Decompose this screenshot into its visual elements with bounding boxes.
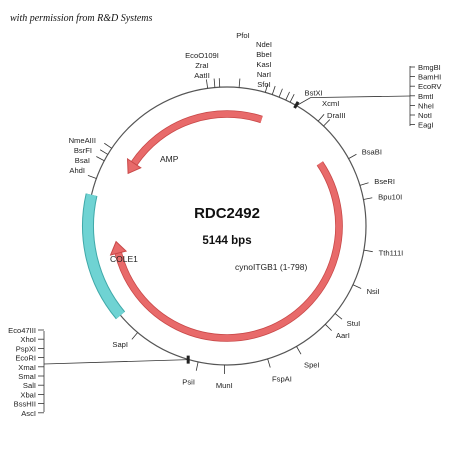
site-label-psii: PsiI (182, 378, 195, 387)
features-layer: cynoITGB1 (1-798) AMP COLE1 (82, 110, 343, 342)
site-label-asci: AscI (21, 409, 36, 418)
site-tick-spei (296, 346, 302, 355)
site-tick-bsrfi (99, 149, 109, 155)
site-tick-draiii (323, 119, 331, 127)
cynoitgb1-1-798-feature (115, 161, 342, 341)
cole1-feature-label: COLE1 (110, 254, 138, 264)
site-label-ndei: NdeI (256, 40, 272, 49)
site-label-pfoi: PfoI (236, 31, 250, 40)
site-label-noti: NotI (418, 111, 432, 120)
cluster-right-leader (296, 95, 411, 106)
site-label-pspxi: PspXI (16, 344, 36, 353)
site-label-aari: AarI (336, 331, 350, 340)
amp-feature-label: AMP (160, 154, 179, 164)
site-tick-psii (195, 361, 199, 371)
site-tick-zrai (213, 78, 216, 88)
site-label-draiii: DraIII (327, 111, 346, 120)
site-tick-pfoi (238, 78, 241, 88)
site-label-eco47iii: Eco47III (8, 326, 36, 335)
site-label-sfoi: SfoI (257, 80, 271, 89)
site-tick-ecoo109i (206, 79, 209, 89)
site-tick-bseri (359, 182, 369, 186)
site-tick-nmeaiii (104, 142, 112, 149)
site-tick-nsii (352, 284, 362, 289)
site-label-bamhi: BamHI (418, 73, 441, 82)
site-label-bseri: BseRI (374, 177, 395, 186)
site-label-xbai: XbaI (20, 390, 36, 399)
site-label-bpu10i: Bpu10I (378, 193, 402, 202)
site-tick-nari (285, 91, 290, 101)
site-label-nhei: NheI (418, 101, 434, 110)
site-tick-sapi (131, 332, 138, 340)
site-label-bsai: BsaI (75, 156, 90, 165)
site-label-sapi: SapI (112, 340, 128, 349)
site-tick-sfoi (289, 93, 295, 103)
site-label-bbei: BbeI (256, 50, 272, 59)
cluster-left-leader (43, 359, 189, 365)
cynoitgb1-1-798-feature-label: cynoITGB1 (1-798) (235, 262, 307, 272)
site-label-bmgbi: BmgBI (418, 63, 441, 72)
site-tick-bsabi (348, 153, 357, 159)
site-label-eagi: EagI (418, 121, 434, 130)
site-label-ahdi: AhdI (69, 166, 85, 175)
site-tick-bsai (96, 156, 105, 162)
amp-arrowhead (126, 157, 142, 175)
credit-text: with permission from R&D Systems (10, 13, 153, 24)
site-label-xcmi: XcmI (322, 99, 339, 108)
site-label-bstxi: BstXI (305, 89, 323, 98)
amp-feature (131, 111, 263, 166)
site-tick-ndei (264, 83, 269, 93)
plasmid-name: RDC2492 (194, 205, 260, 222)
site-label-smai: SmaI (18, 372, 36, 381)
site-label-zrai: ZraI (195, 61, 209, 70)
site-label-nari: NarI (257, 70, 271, 79)
site-label-muni: MunI (216, 381, 233, 390)
site-label-aatii: AatII (194, 71, 210, 80)
site-label-nmeaiii: NmeAIII (69, 136, 96, 145)
site-label-kasi: KasI (256, 60, 271, 69)
plasmid-size: 5144 bps (202, 235, 251, 247)
cole1-feature (83, 193, 125, 319)
site-label-tth111i: Tth111I (379, 249, 404, 258)
site-label-bmti: BmtI (418, 92, 434, 101)
site-tick-xcmi (317, 114, 325, 122)
site-label-bsrfi: BsrFI (74, 146, 92, 155)
site-ticks-layer (87, 78, 373, 374)
site-tick-tth111i (363, 249, 373, 253)
site-tick-ahdi (87, 175, 97, 179)
site-label-ecorv: EcoRV (418, 82, 442, 91)
plasmid-backbone (87, 86, 367, 366)
site-label-xhoi: XhoI (20, 335, 36, 344)
site-tick-fspai (267, 358, 271, 368)
site-label-bsshii: BssHII (14, 400, 36, 409)
site-label-xmai: XmaI (18, 363, 36, 372)
cynoitgb1-1-798-arrowhead (109, 240, 128, 256)
site-tick-kasi (278, 88, 283, 98)
site-label-nsii: NsiI (367, 287, 380, 296)
site-label-bsabi: BsaBI (362, 147, 382, 156)
site-label-ecori: EcoRI (15, 354, 36, 363)
site-label-sali: SalI (23, 381, 36, 390)
cluster-left-marker (186, 355, 190, 364)
site-label-fspai: FspAI (272, 374, 292, 383)
site-label-spei: SpeI (304, 360, 320, 369)
site-label-stui: StuI (347, 319, 361, 328)
site-label-ecoo109i: EcoO109I (185, 51, 219, 60)
site-tick-stui (334, 313, 343, 320)
site-tick-aari (325, 324, 332, 331)
site-tick-bbei (271, 85, 276, 95)
site-tick-bpu10i (363, 197, 373, 200)
cluster-right-marker (293, 101, 300, 109)
